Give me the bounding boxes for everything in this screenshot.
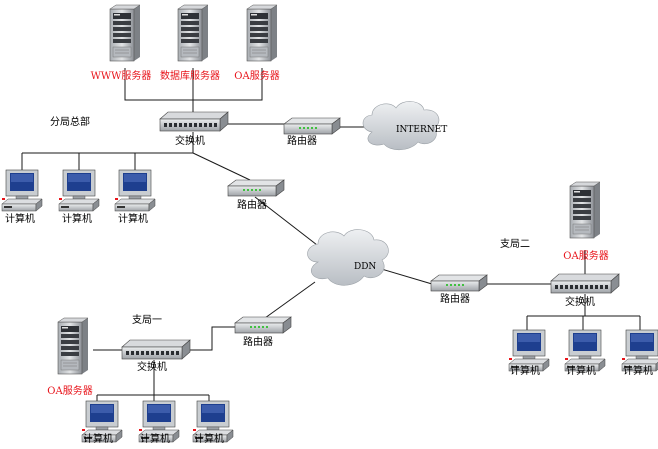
- branch1-computer-1-label: 计算机: [83, 434, 113, 445]
- www-server-label: WWW服务器: [90, 71, 152, 82]
- ddn-label: DDN: [354, 262, 377, 272]
- oa-server-branch1-label: OA服务器: [47, 386, 93, 397]
- hq-switch-icon: [159, 111, 229, 132]
- oa-server-branch2-icon: [569, 181, 601, 239]
- internet-label: INTERNET: [396, 125, 448, 135]
- database-server-icon: [177, 4, 209, 62]
- branch1-title: 支局一: [132, 315, 162, 326]
- hq-router-label: 路由器: [237, 200, 267, 211]
- hq-computer-3-label: 计算机: [118, 214, 148, 225]
- branch2-computer-2-label: 计算机: [566, 366, 596, 377]
- internet-router-label: 路由器: [287, 136, 317, 147]
- branch2-switch-icon: [550, 273, 620, 294]
- branch2-computer-3-label: 计算机: [623, 366, 653, 377]
- branch2-computer-3-icon: [621, 329, 658, 372]
- internet-cloud: [362, 101, 440, 151]
- branch2-router-label: 路由器: [440, 294, 470, 305]
- hq-computer-1-icon: [1, 169, 43, 212]
- database-server-label: 数据库服务器: [160, 71, 220, 82]
- branch2-title: 支局二: [500, 239, 530, 250]
- hq-computer-1-label: 计算机: [5, 214, 35, 225]
- oa-server-hq-icon: [246, 4, 278, 62]
- oa-server-branch1-icon: [57, 317, 89, 375]
- branch1-switch-label: 交换机: [137, 362, 167, 373]
- branch2-router-icon: [430, 274, 488, 292]
- connection-lines: [21, 68, 641, 403]
- branch1-switch-icon: [121, 339, 191, 360]
- hq-switch-label: 交换机: [175, 136, 205, 147]
- www-server-icon: [109, 4, 141, 62]
- ddn-cloud: [307, 229, 389, 286]
- branch1-computer-3-label: 计算机: [194, 434, 224, 445]
- branch2-switch-label: 交换机: [565, 297, 595, 308]
- branch1-computer-2-label: 计算机: [140, 434, 170, 445]
- branch1-router-icon: [234, 316, 292, 334]
- internet-router-icon: [283, 117, 341, 135]
- oa-server-branch2-label: OA服务器: [563, 251, 609, 262]
- branch2-computer-1-label: 计算机: [510, 366, 540, 377]
- hq-computer-2-label: 计算机: [62, 214, 92, 225]
- hq-title: 分局总部: [50, 117, 90, 128]
- branch1-router-label: 路由器: [243, 337, 273, 348]
- hq-router-icon: [227, 179, 285, 197]
- branch2-computer-2-icon: [564, 329, 606, 372]
- hq-computer-3-icon: [114, 169, 156, 212]
- branch2-computer-1-icon: [508, 329, 550, 372]
- hq-computer-2-icon: [58, 169, 100, 212]
- oa-server-hq-label: OA服务器: [234, 71, 280, 82]
